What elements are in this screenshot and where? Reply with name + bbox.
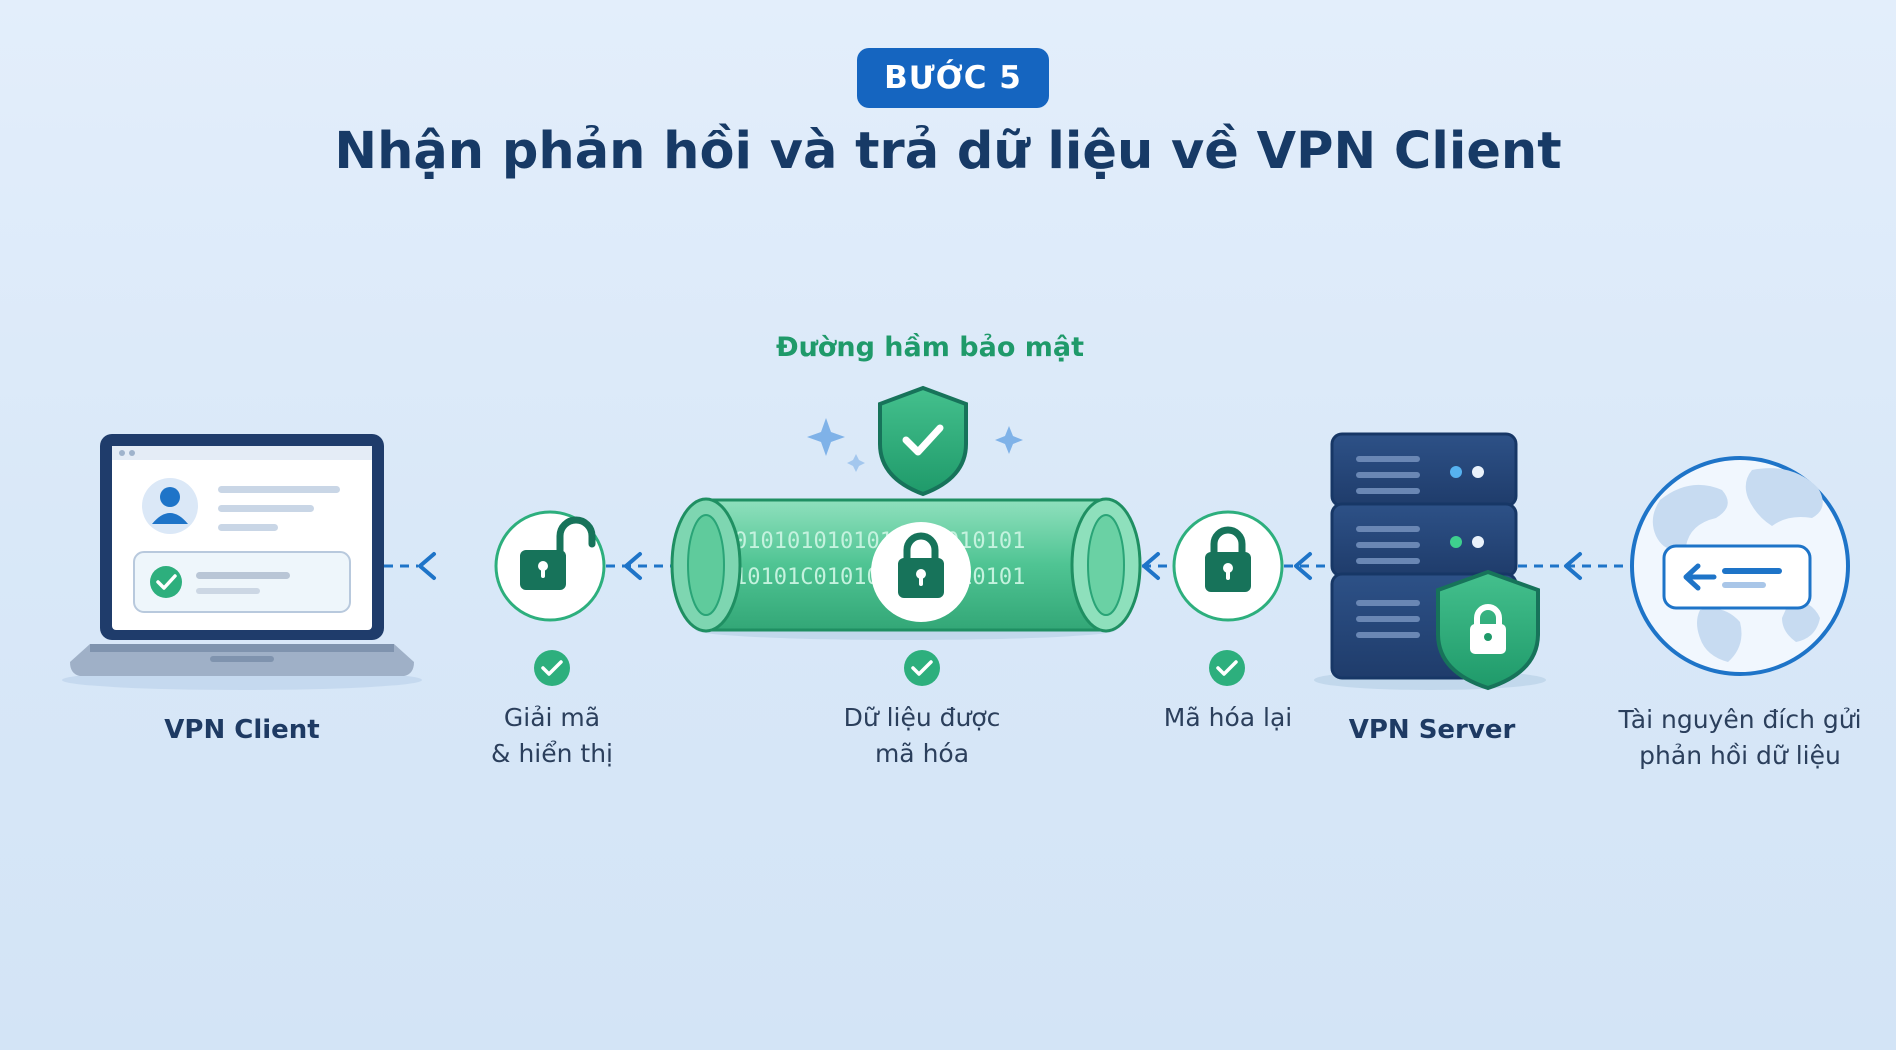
decrypt-caption-line-2: & hiển thị xyxy=(491,739,613,768)
reencrypt-caption: Mã hóa lại xyxy=(1128,700,1328,736)
arrow-head-to-decrypt xyxy=(624,552,642,580)
reencrypt-caption-line-1: Mã hóa lại xyxy=(1163,703,1293,732)
server-icon xyxy=(1314,432,1546,691)
page-title: Nhận phản hồi và trả dữ liệu về VPN Clie… xyxy=(334,122,1562,181)
tunnel-label: Đường hầm bảo mật xyxy=(775,332,1085,363)
client-label: VPN Client xyxy=(164,715,320,745)
secure-tunnel: 0101010101010101010101 10101C01010101010… xyxy=(670,385,1142,686)
server-label: VPN Server xyxy=(1348,715,1516,745)
shield-lock-icon xyxy=(1436,569,1540,691)
decrypt-caption: Giải mã & hiển thị xyxy=(452,700,652,772)
tunnel-caption-line-2: mã hóa xyxy=(874,739,970,768)
step-badge: BƯỚC 5 xyxy=(857,48,1049,108)
lock-icon xyxy=(1205,526,1251,592)
arrow-head-to-tunnel xyxy=(1142,552,1160,580)
globe-icon xyxy=(1630,456,1850,676)
decrypt-caption-line-1: Giải mã xyxy=(503,703,601,732)
shield-check-icon xyxy=(878,385,968,497)
check-icon xyxy=(534,650,570,686)
tunnel-caption: Dữ liệu được mã hóa xyxy=(802,700,1042,772)
arrow-head-to-server xyxy=(1564,552,1582,580)
tunnel-caption-line-1: Dữ liệu được xyxy=(843,703,1001,732)
laptop-icon xyxy=(62,434,422,690)
sparkle-icon xyxy=(807,418,845,456)
resource-caption: Tài nguyên đích gửi phản hồi dữ liệu xyxy=(1600,702,1880,774)
sparkle-icon xyxy=(995,426,1023,454)
check-icon xyxy=(904,650,940,686)
resource-caption-line-1: Tài nguyên đích gửi xyxy=(1618,705,1862,734)
arrow-head-to-reencrypt xyxy=(1294,552,1312,580)
resource-caption-line-2: phản hồi dữ liệu xyxy=(1639,741,1841,770)
check-icon xyxy=(1209,650,1245,686)
arrow-head-to-client xyxy=(418,552,436,580)
unlock-icon xyxy=(520,516,596,590)
flow-arrows xyxy=(384,552,1636,580)
decrypt-node xyxy=(494,510,606,686)
lock-icon xyxy=(898,532,944,598)
reencrypt-node xyxy=(1172,510,1284,686)
sparkle-icon xyxy=(847,454,865,472)
